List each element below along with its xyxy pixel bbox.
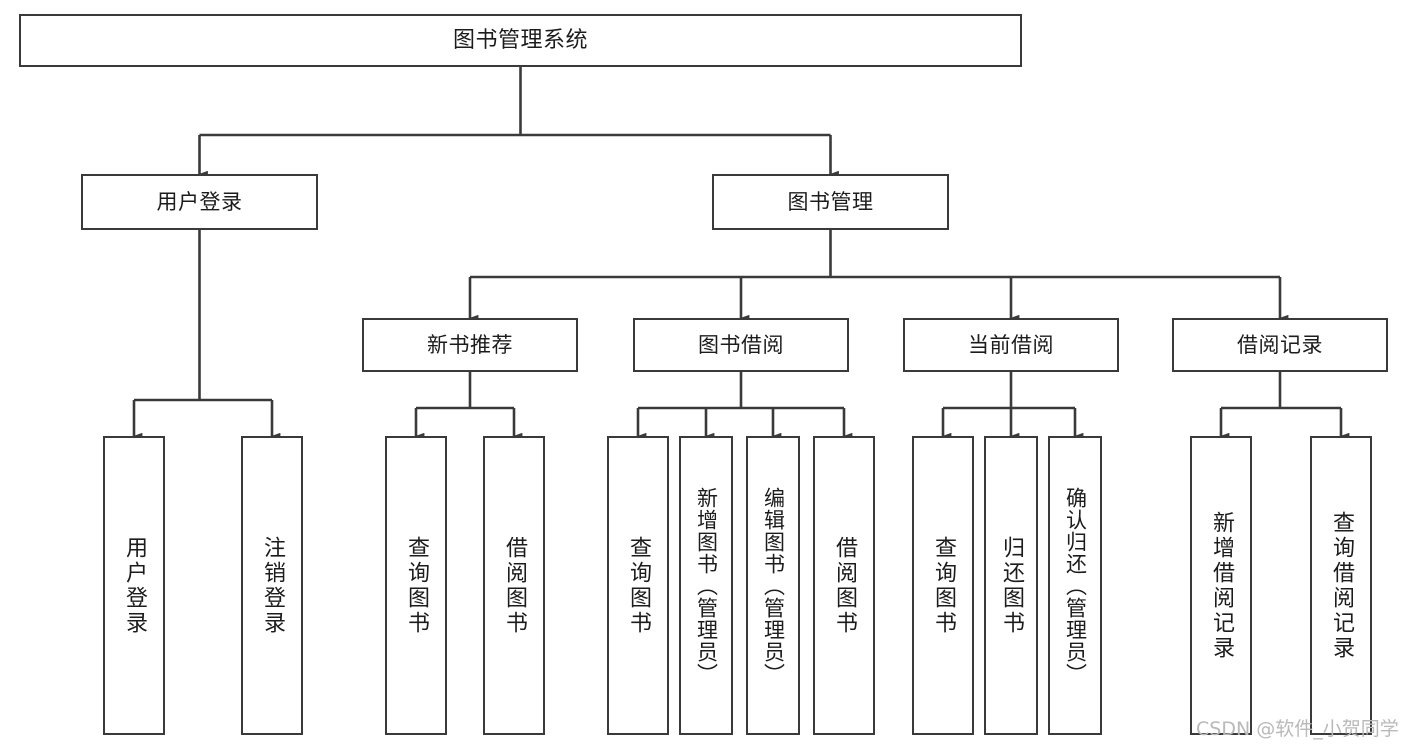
node-leaf-bor-2[interactable]: 新增图书（管理员） <box>679 436 733 735</box>
node-leaf-rec-2[interactable]: 查询借阅记录 <box>1310 436 1372 735</box>
edge-group <box>132 67 1350 440</box>
node-label: 注销登录 <box>260 535 285 636</box>
node-label: 查询图书 <box>931 535 956 636</box>
node-leaf-rec-1[interactable]: 新增借阅记录 <box>1190 436 1252 735</box>
node-label: 新增借阅记录 <box>1209 510 1234 661</box>
node-leaf-cur-1[interactable]: 查询图书 <box>912 436 974 735</box>
node-newbook[interactable]: 新书推荐 <box>362 318 578 372</box>
node-label: 查询图书 <box>626 535 651 636</box>
node-label: 编辑图书（管理员） <box>761 486 786 685</box>
node-current[interactable]: 当前借阅 <box>903 318 1119 372</box>
node-label: 新书推荐 <box>427 332 513 357</box>
node-borrow[interactable]: 图书借阅 <box>633 318 849 372</box>
watermark-text: CSDN @软件_小贺同学 <box>1196 718 1399 740</box>
node-leaf-login-2[interactable]: 注销登录 <box>241 436 303 735</box>
node-root[interactable]: 图书管理系统 <box>19 14 1022 67</box>
node-label: 图书借阅 <box>698 332 784 357</box>
node-label: 借阅图书 <box>502 535 527 636</box>
node-label: 图书管理 <box>787 189 874 214</box>
node-label: 借阅图书 <box>832 535 857 636</box>
node-label: 当前借阅 <box>968 332 1054 357</box>
node-label: 图书管理系统 <box>452 27 588 53</box>
node-leaf-new-2[interactable]: 借阅图书 <box>483 436 545 735</box>
node-label: 查询图书 <box>404 535 429 636</box>
node-bookmgmt[interactable]: 图书管理 <box>712 174 949 230</box>
node-leaf-bor-1[interactable]: 查询图书 <box>607 436 669 735</box>
node-label: 新增图书（管理员） <box>694 486 719 685</box>
node-leaf-cur-3[interactable]: 确认归还（管理员） <box>1048 436 1102 735</box>
node-label: 借阅记录 <box>1237 332 1323 357</box>
node-label: 用户登录 <box>122 535 147 636</box>
node-leaf-login-1[interactable]: 用户登录 <box>103 436 165 735</box>
node-records[interactable]: 借阅记录 <box>1172 318 1388 372</box>
node-label: 用户登录 <box>156 189 243 214</box>
node-leaf-cur-2[interactable]: 归还图书 <box>984 436 1038 735</box>
node-label: 查询借阅记录 <box>1329 510 1354 661</box>
node-label: 归还图书 <box>999 535 1024 636</box>
node-login[interactable]: 用户登录 <box>81 174 318 230</box>
node-leaf-bor-3[interactable]: 编辑图书（管理员） <box>746 436 800 735</box>
node-leaf-new-1[interactable]: 查询图书 <box>385 436 447 735</box>
node-leaf-bor-4[interactable]: 借阅图书 <box>813 436 875 735</box>
node-label: 确认归还（管理员） <box>1063 486 1088 685</box>
